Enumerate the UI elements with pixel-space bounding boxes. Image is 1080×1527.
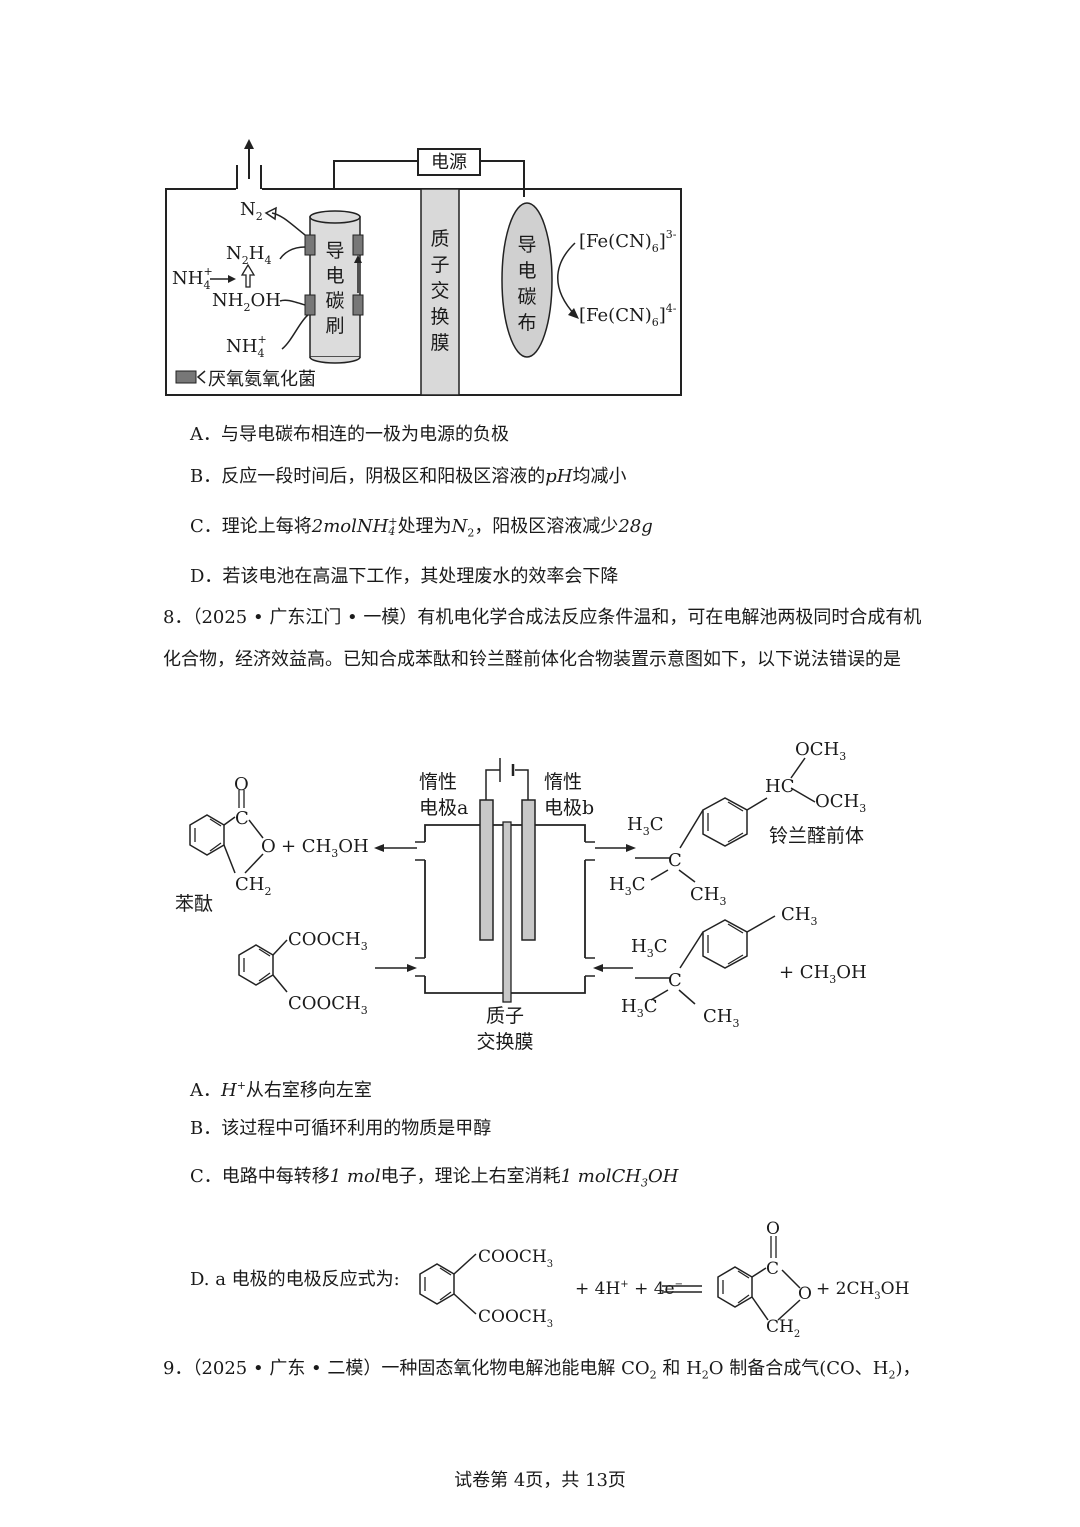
- cloth-char-2: 电: [517, 260, 536, 282]
- figure-1-anammox-cell: 电源 导 电 碳 刷 质 子 交 换 膜 导 电 碳 布 [Fe(CN)6]3-…: [165, 139, 682, 396]
- eq-o-top: O: [766, 1219, 780, 1239]
- figure-2-electrosynthesis-cell: 惰性 电极a 惰性 电极b 质子 交换膜 O C O CH2 苯酞 + CH3O…: [175, 739, 867, 1053]
- nh4-bottom-label: NH4+: [226, 333, 267, 360]
- phthalide-c: C: [235, 808, 249, 829]
- eq-cooch3-top: COOCH3: [478, 1247, 553, 1270]
- membrane-char-3: 交: [430, 280, 449, 302]
- lily-ch3: CH3: [690, 884, 726, 908]
- q8-option-c: C．电路中每转移1 mol电子，理论上右室消耗1 molCH3OH: [190, 1166, 679, 1190]
- product-ch3oh-left: + CH3OH: [281, 836, 369, 860]
- tbt-h3c-left: H3C: [621, 996, 657, 1020]
- phthalide-o-ring: O: [261, 836, 276, 857]
- tbt-c-center: C: [668, 970, 682, 991]
- cooch3-bottom: COOCH3: [288, 993, 368, 1017]
- tbt-ch3-bottom: CH3: [703, 1006, 739, 1030]
- nh4-left-label: NH4+: [172, 265, 213, 292]
- membrane-char-4: 换: [430, 306, 449, 328]
- bacteria-block: [352, 234, 364, 256]
- bacteria-block: [304, 294, 316, 316]
- lily-h3c-top: H3C: [627, 814, 663, 838]
- lily-hc: HC: [765, 776, 794, 797]
- cloth-char-4: 布: [517, 312, 536, 334]
- page-footer: 试卷第 4页，共 13页: [454, 1470, 626, 1491]
- brush-char-1: 导: [325, 240, 344, 262]
- phthalide-o-top: O: [234, 774, 249, 795]
- legend-swatch: [175, 370, 197, 384]
- electrode-a-label-2: 电极a: [419, 797, 468, 819]
- tbt-ch3-top: CH3: [781, 904, 817, 928]
- membrane-label-1: 质子: [486, 1005, 524, 1027]
- eq-reactants-h-e: + 4H+ + 4e−: [575, 1279, 683, 1299]
- ferricyanide-label: [Fe(CN)6]3-: [579, 228, 677, 255]
- membrane-label-2: 交换膜: [476, 1031, 533, 1053]
- q9-stem: 9．（2025 • 广东 • 二模）一种固态氧化物电解池能电解 CO2 和 H2…: [163, 1358, 921, 1382]
- cooch3-top: COOCH3: [288, 929, 368, 953]
- n2-label: N2: [240, 199, 263, 223]
- tert-butyltoluene-structure: [635, 915, 776, 1005]
- ferrocyanide-label: [Fe(CN)6]4-: [579, 302, 677, 329]
- proton-exchange-membrane: [420, 188, 460, 396]
- phthalide-name: 苯酞: [175, 893, 213, 915]
- cloth-char-1: 导: [517, 234, 536, 256]
- lily-och3-bottom: OCH3: [815, 791, 866, 815]
- eq-product-ch3oh: + 2CH3OH: [816, 1279, 909, 1302]
- q8-option-b: B．该过程中可循环利用的物质是甲醇: [190, 1118, 492, 1139]
- eq-product-structure: [717, 1236, 801, 1321]
- eq-o-ring: O: [798, 1284, 812, 1304]
- lily-c-center: C: [668, 850, 682, 871]
- q7-option-d: D．若该电池在高温下工作，其处理废水的效率会下降: [190, 566, 619, 587]
- electrode-b: [521, 799, 536, 941]
- lily-h3c-left: H3C: [609, 874, 645, 898]
- carbon-cloth: [501, 202, 553, 358]
- legend-label: 厌氧氨氧化菌: [208, 369, 316, 390]
- power-source-box: [417, 148, 481, 176]
- n2h4-label: N2H4: [226, 243, 271, 267]
- eq-reactant-structure: [419, 1253, 477, 1315]
- nh2oh-label: NH2OH: [212, 290, 281, 314]
- q8-stem: 8．（2025 • 广东江门 • 一模）有机电化学合成法反应条件温和，可在电解池…: [163, 607, 922, 670]
- eq-ch2: CH2: [766, 1317, 800, 1340]
- dimethyl-phthalate-structure: [238, 939, 288, 993]
- eq-c: C: [766, 1259, 779, 1279]
- q8-option-d-equation: COOCH3 COOCH3 + 4H+ + 4e− O C O CH2 + 2C…: [419, 1219, 909, 1340]
- electrode-a-label-1: 惰性: [419, 771, 457, 793]
- phthalide-structure: [189, 790, 264, 874]
- lily-precursor-structure: [635, 757, 816, 883]
- q7-option-a: A．与导电碳布相连的一极为电源的负极: [190, 424, 509, 445]
- cloth-char-3: 碳: [517, 286, 536, 308]
- brush-char-2: 电: [325, 265, 344, 287]
- tbt-h3c-top: H3C: [631, 936, 667, 960]
- lily-name: 铃兰醛前体: [769, 825, 864, 847]
- reactant-ch3oh-right: + CH3OH: [779, 962, 867, 986]
- brush-char-4: 刷: [325, 315, 344, 337]
- eq-cooch3-bottom: COOCH3: [478, 1307, 553, 1330]
- bacteria-block: [304, 234, 316, 256]
- lily-och3-top: OCH3: [795, 739, 846, 763]
- q8-option-a: A．H+从右室移向左室: [190, 1079, 372, 1101]
- membrane: [502, 821, 512, 1003]
- bacteria-block: [352, 294, 364, 316]
- brush-char-3: 碳: [325, 290, 344, 312]
- q7-option-b: B．反应一段时间后，阴极区和阳极区溶液的pH均减小: [190, 466, 627, 487]
- phthalide-ch2: CH2: [235, 874, 271, 898]
- membrane-char-5: 膜: [430, 332, 449, 354]
- electrode-b-label-1: 惰性: [544, 771, 582, 793]
- membrane-char-1: 质: [430, 228, 449, 250]
- electrode-b-label-2: 电极b: [544, 797, 594, 819]
- electrode-a: [479, 799, 494, 941]
- membrane-char-2: 子: [430, 254, 449, 276]
- q8-option-d-label: D. a 电极的电极反应式为:: [190, 1269, 400, 1290]
- power-source-label: 电源: [431, 152, 467, 173]
